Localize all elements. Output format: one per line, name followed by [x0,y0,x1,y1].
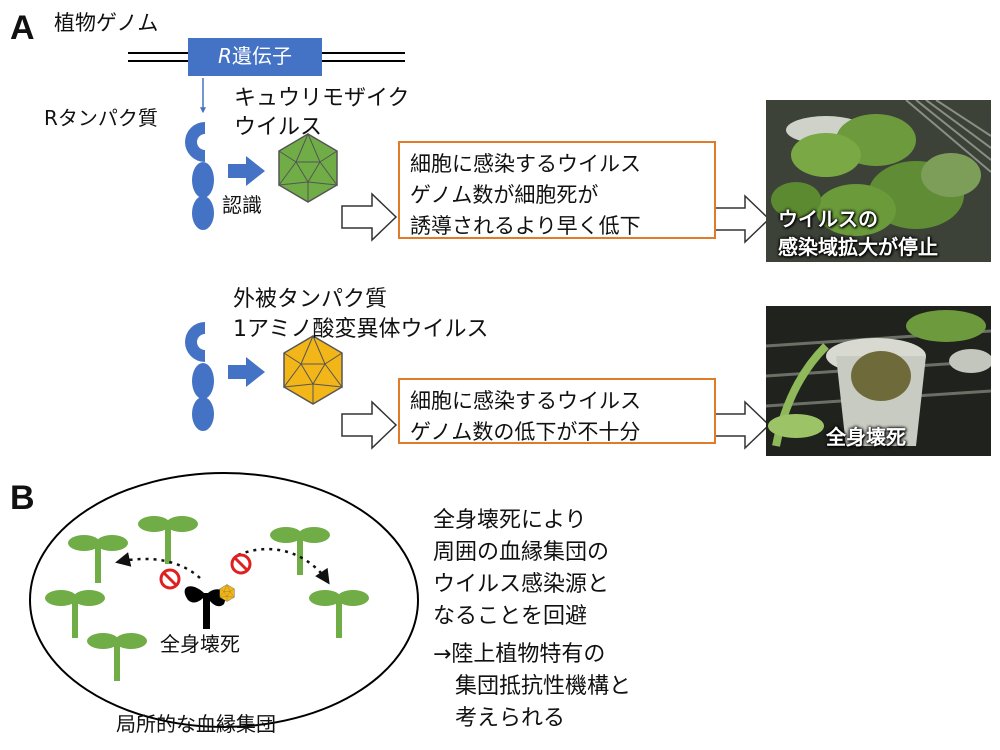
prohibit-icon [230,553,252,575]
recognize-arrow-1 [228,156,265,186]
photo-necrotic-plant [766,306,991,456]
photo1-caption-line2: 感染域拡大が停止 [778,235,938,259]
virus-wildtype [278,133,338,203]
spread-arrow-left [115,552,201,579]
necrotic-plant [184,584,235,629]
recognize-arrow-2 [228,357,265,387]
r-gene-box [188,38,322,76]
photo-resistant-plant [766,100,991,262]
photo1-caption-line1: ウイルスの [778,207,878,231]
necrosis-label: 全身壊死 [160,632,240,656]
panel-b-explanation: 全身壊死により 周囲の血縁集団の ウイルス感染源と なることを回避 →陸上植物特… [433,508,632,731]
photo2-caption: 全身壊死 [826,425,906,449]
spread-arrow-right [237,547,330,585]
genome-label: 植物ゲノム [54,11,159,35]
r-protein-2 [185,322,214,431]
r-protein-1 [185,122,214,230]
virus-wildtype-name: キュウリモザイクウイルス [234,86,410,140]
panel-a-label: A [10,9,35,47]
photo-necrotic-image [766,306,991,456]
population-label: 局所的な血縁集団 [116,712,276,736]
flow-arrows [341,192,771,450]
r-gene-label: R遺伝子 [218,44,292,68]
recognize-label: 認識 [222,193,262,217]
virus-mutant [283,335,343,405]
photo-resistant-image [766,100,991,262]
outcome-box-2: 細胞に感染するウイルスゲノム数の低下が不十分 [398,378,716,444]
outcome-box-1: 細胞に感染するウイルスゲノム数が細胞死が誘導されるより早く低下 [398,141,716,239]
panel-b-label: B [10,479,35,517]
population-oval [29,472,419,728]
prohibit-icon [159,568,181,590]
r-protein-label: Rタンパク質 [44,106,158,130]
